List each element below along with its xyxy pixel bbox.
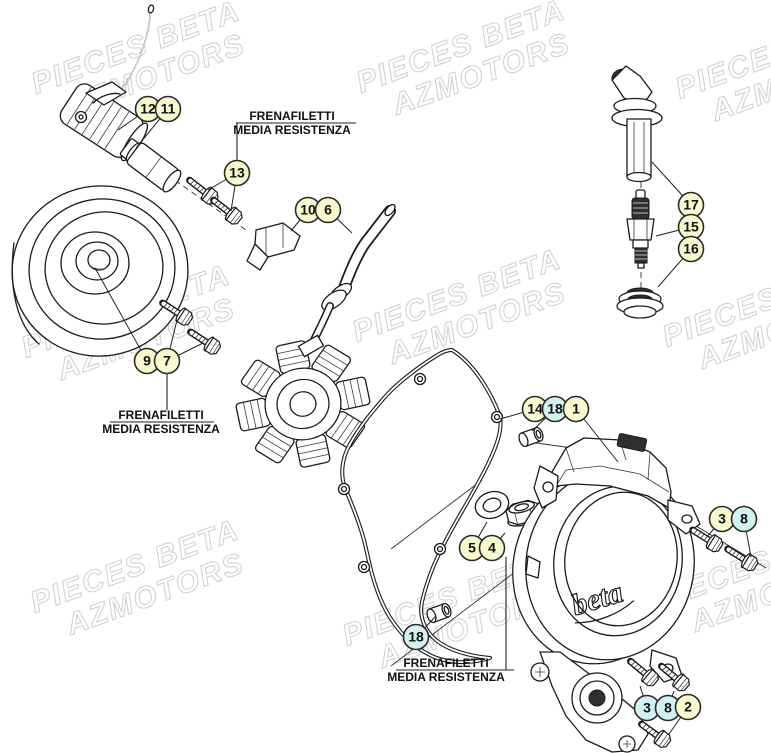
callout-number: 16 <box>683 241 699 257</box>
callout-11: 11 <box>154 95 182 123</box>
callout-circle <box>153 347 181 375</box>
callout-number: 6 <box>324 202 332 218</box>
callout-circle <box>730 505 758 533</box>
label-line1: FRENAFILETTI <box>118 408 203 422</box>
callout-circle <box>223 159 251 187</box>
label-line1: FRENAFILETTI <box>403 656 488 670</box>
cover-connector <box>616 433 648 452</box>
ignition-cover <box>512 433 701 753</box>
axis-line <box>390 479 483 550</box>
leader-line <box>94 267 148 362</box>
callout-13: 13 <box>223 159 251 187</box>
spark-plug <box>626 189 655 269</box>
callout-number: 8 <box>664 700 672 716</box>
callout-8: 8 <box>730 505 758 533</box>
washer <box>474 490 510 520</box>
callout-circle <box>154 95 182 123</box>
callout-16: 16 <box>677 235 705 263</box>
callout-7: 7 <box>153 347 181 375</box>
callout-1: 1 <box>562 395 590 423</box>
coil-bracket <box>85 81 127 106</box>
callout-number: 15 <box>683 219 699 235</box>
callout-number: 3 <box>643 700 651 716</box>
callout-number: 18 <box>547 401 563 417</box>
callout-2: 2 <box>674 693 702 721</box>
callout-number: 17 <box>683 197 699 213</box>
spark-plug-grommet <box>616 287 664 319</box>
callout-number: 5 <box>468 540 476 556</box>
label-line2: MEDIA RESISTENZA <box>233 123 351 137</box>
condenser <box>119 138 182 193</box>
callout-number: 10 <box>300 202 316 218</box>
callout-3: 3 <box>708 505 736 533</box>
callout-circle <box>478 534 506 562</box>
stator <box>235 340 371 468</box>
callout-15: 15 <box>677 213 705 241</box>
callout-18: 18 <box>541 395 569 423</box>
callout-number: 14 <box>527 401 543 417</box>
callout-circle <box>314 196 342 224</box>
label-line2: MEDIA RESISTENZA <box>102 422 220 436</box>
callout-4: 4 <box>478 534 506 562</box>
bolt <box>209 194 245 227</box>
label-line1: FRENAFILETTI <box>249 109 334 123</box>
label-line2: MEDIA RESISTENZA <box>387 670 505 684</box>
cover-clip <box>533 465 559 509</box>
spark-plug-cap <box>611 65 663 183</box>
conduit-tube <box>297 203 396 358</box>
callout-18: 18 <box>402 623 430 651</box>
bushing-top <box>518 426 544 448</box>
callout-number: 2 <box>684 699 692 715</box>
beta-logo-swoosh <box>574 600 635 624</box>
callout-number: 9 <box>143 353 151 369</box>
cover-top-housing <box>551 437 672 509</box>
flywheel <box>11 185 189 357</box>
callout-number: 4 <box>488 540 496 556</box>
callout-circle <box>402 623 430 651</box>
callout-6: 6 <box>314 196 342 224</box>
callout-17: 17 <box>677 191 705 219</box>
stator-clip <box>246 222 301 271</box>
callout-number: 3 <box>718 511 726 527</box>
cover-ear-left <box>525 555 541 579</box>
callout-number: 13 <box>229 165 245 181</box>
callout-circle <box>677 235 705 263</box>
callout-circle <box>562 395 590 423</box>
callout-number: 7 <box>163 353 171 369</box>
callout-number: 12 <box>140 101 156 117</box>
gasket <box>337 348 504 665</box>
callout-12: 12 <box>134 95 162 123</box>
callout-number: 1 <box>572 401 580 417</box>
callout-number: 11 <box>161 101 176 117</box>
callout-circle <box>674 693 702 721</box>
callout-number: 8 <box>740 511 748 527</box>
callout-14: 14 <box>521 395 549 423</box>
callout-number: 18 <box>408 629 424 645</box>
